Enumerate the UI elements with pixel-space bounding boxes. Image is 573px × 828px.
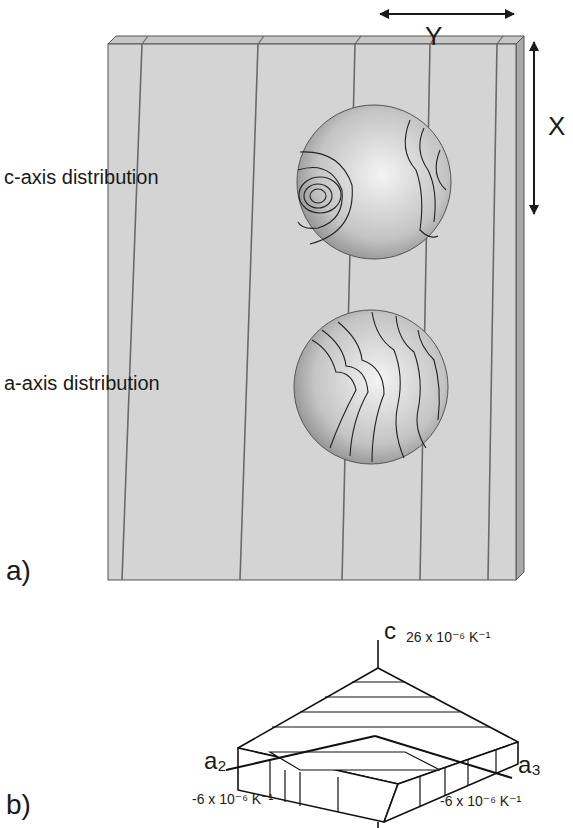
axis-label: a₃	[518, 752, 541, 778]
expansion-value: -6 x 10⁻⁶ K⁻¹	[440, 794, 521, 809]
stereonet-label: a-axis distribution	[4, 372, 160, 394]
axis-label: c	[384, 618, 396, 644]
axis-label: a₂	[204, 748, 227, 774]
axis-label: X	[548, 112, 565, 141]
axis-label: Y	[425, 22, 442, 51]
expansion-value: 26 x 10⁻⁶ K⁻¹	[406, 630, 490, 645]
stereonet-label: c-axis distribution	[4, 166, 159, 188]
expansion-value: -6 x 10⁻⁶ K⁻¹	[192, 792, 273, 807]
panel-label: b)	[6, 790, 31, 821]
panel-label: a)	[6, 556, 31, 587]
